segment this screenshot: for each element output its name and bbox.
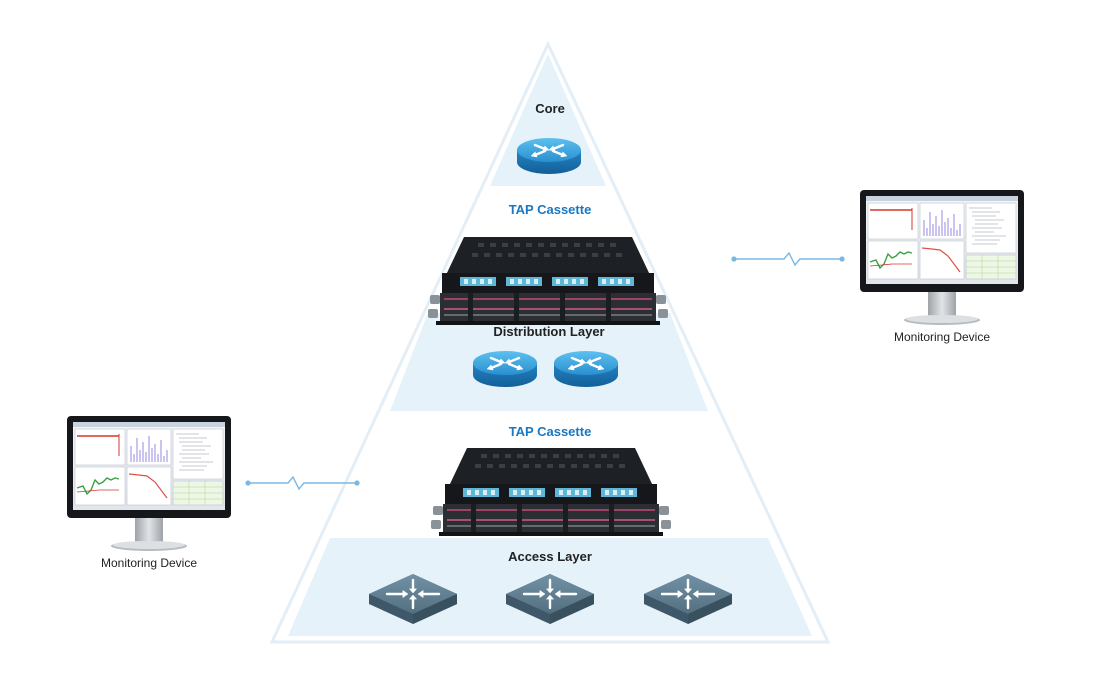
monitor-left-link [245, 475, 360, 491]
tap-cassette-upper-label: TAP Cassette [509, 202, 592, 217]
monitor-right-icon [859, 189, 1025, 326]
tap-cassette-lower-icon [430, 447, 672, 537]
monitor-left-label: Monitoring Device [101, 556, 197, 570]
core-router-icon [515, 136, 583, 176]
tap-cassette-upper-icon [427, 236, 669, 326]
monitor-right-label: Monitoring Device [894, 330, 990, 344]
distribution-band [390, 313, 708, 411]
distribution-layer-label: Distribution Layer [493, 324, 604, 339]
distribution-router-icon-1 [471, 349, 539, 389]
monitor-right-link [731, 251, 845, 267]
pyramid-outline [269, 40, 831, 644]
tap-cassette-lower-label: TAP Cassette [509, 424, 592, 439]
core-label: Core [535, 101, 565, 116]
monitor-left-icon [66, 415, 232, 552]
access-layer-label: Access Layer [508, 549, 592, 564]
distribution-router-icon-2 [552, 349, 620, 389]
